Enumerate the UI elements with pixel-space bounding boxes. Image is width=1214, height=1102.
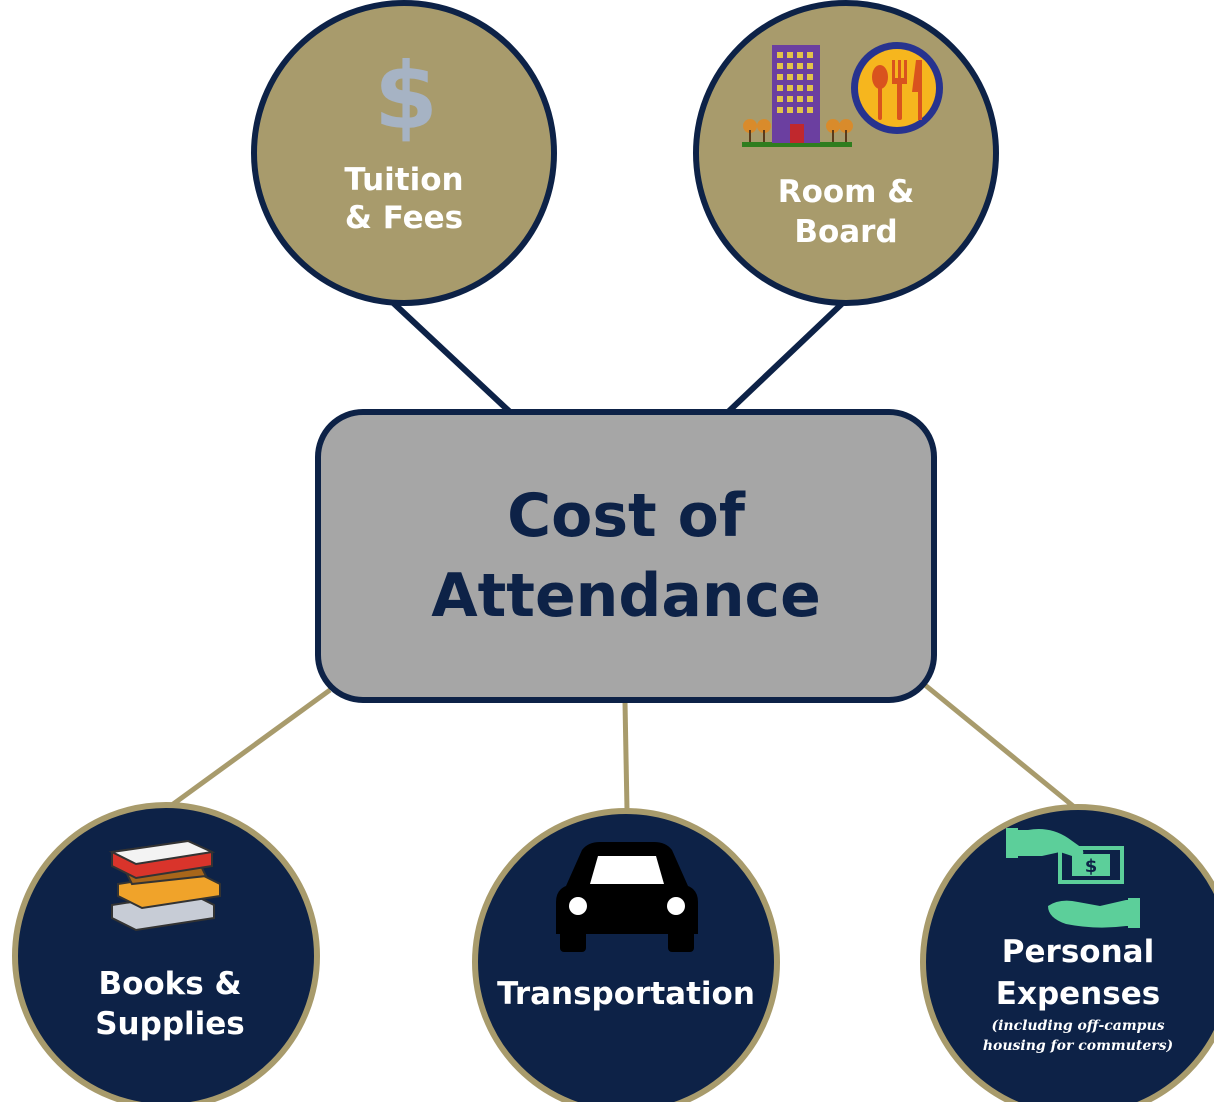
- money-hands-icon: $: [1006, 828, 1140, 928]
- svg-text:$: $: [1085, 856, 1098, 877]
- books-label-line1: Books &: [98, 966, 241, 1002]
- car-icon: [556, 842, 698, 952]
- tuition-label-line1: Tuition: [344, 162, 463, 198]
- node-personal: $ Personal Expenses (including off-campu…: [920, 804, 1214, 1102]
- center-box: Cost of Attendance: [315, 409, 937, 703]
- personal-label-line2: Expenses: [996, 976, 1160, 1012]
- node-tuition: $ Tuition & Fees: [251, 0, 557, 306]
- building-icon: [742, 45, 853, 147]
- connector-books: [163, 687, 332, 813]
- books-icon: [108, 839, 221, 932]
- room-label-line1: Room &: [778, 174, 915, 210]
- connector-transport: [622, 701, 630, 811]
- center-title-line1: Cost of: [507, 481, 746, 551]
- connector-personal: [923, 683, 1080, 812]
- connector-tuition: [385, 295, 513, 415]
- node-room: Room & Board: [693, 0, 999, 306]
- dining-plate-icon: [851, 42, 943, 134]
- node-transport: Transportation: [472, 808, 780, 1102]
- center-title-line2: Attendance: [431, 561, 821, 631]
- room-label-line2: Board: [794, 214, 897, 250]
- tuition-label-line2: & Fees: [345, 200, 463, 236]
- dollar-icon: $: [374, 43, 438, 150]
- personal-label-line1: Personal: [1002, 934, 1154, 970]
- books-label-line2: Supplies: [95, 1006, 245, 1042]
- transport-label: Transportation: [497, 976, 755, 1012]
- connector-room: [725, 295, 851, 415]
- personal-note-line1: (including off-campus: [991, 1018, 1164, 1034]
- personal-note-line2: housing for commuters): [983, 1038, 1173, 1054]
- node-books: Books & Supplies: [12, 802, 320, 1102]
